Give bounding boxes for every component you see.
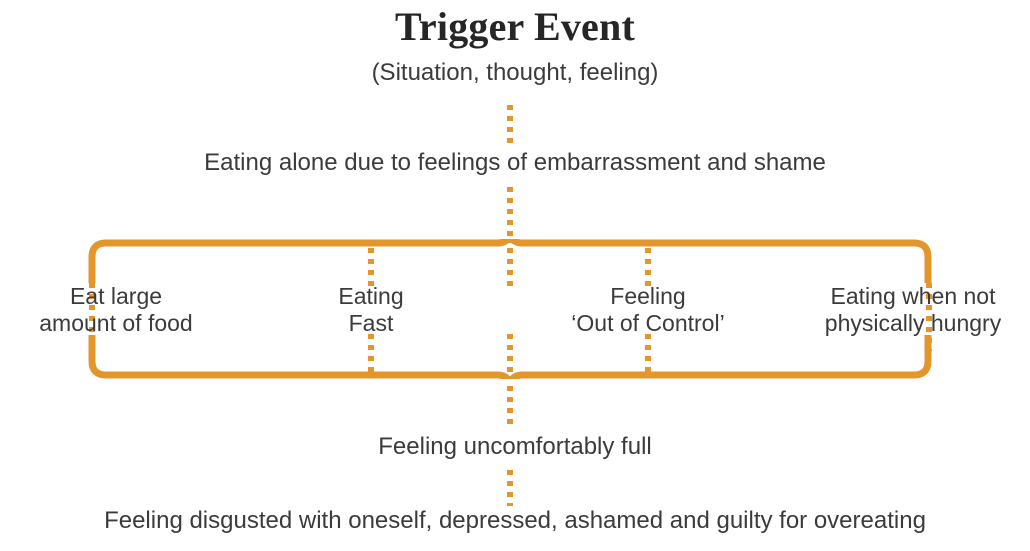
- bracket-left-edge-dots: [89, 283, 95, 351]
- bracket-right-edge-dots: [926, 283, 932, 351]
- bracket-bottom-path: [88, 335, 932, 379]
- criteria-divider-2-top: [507, 248, 513, 288]
- flow-step-emotional-aftermath: Feeling disgusted with oneself, depresse…: [104, 507, 926, 534]
- criteria-item-1-line2: amount of food: [39, 310, 193, 336]
- criteria-divider-3-bottom: [645, 334, 651, 374]
- bracket-outline-svg: [88, 239, 932, 379]
- criteria-divider-2-bottom: [507, 334, 513, 374]
- criteria-item-2-line1: Eating: [338, 283, 404, 309]
- criteria-item-3-line1: Feeling: [610, 283, 686, 309]
- criteria-divider-1-top: [368, 248, 374, 288]
- criteria-item-2-line2: Fast: [348, 310, 394, 336]
- bracket-top-path: [88, 239, 932, 283]
- criteria-divider-3-top: [645, 248, 651, 288]
- criteria-divider-1-bottom: [368, 334, 374, 374]
- criteria-item-3: Feeling ‘Out of Control’: [532, 283, 764, 337]
- connector-full-to-aftermath: [507, 470, 513, 506]
- binge-criteria-bracket: [88, 239, 932, 379]
- connector-consequence-to-bracket: [507, 187, 513, 243]
- criteria-item-4-line2: physically hungry: [824, 310, 1002, 336]
- page-subtitle: (Situation, thought, feeling): [371, 59, 659, 86]
- criteria-item-3-line2: ‘Out of Control’: [571, 310, 725, 336]
- criteria-item-4: Eating when not physically hungry: [796, 283, 1030, 337]
- connector-subtitle-to-consequence: [507, 105, 513, 144]
- criteria-item-4-line1: Eating when not: [830, 283, 996, 309]
- connector-bracket-to-full: [507, 386, 513, 428]
- criteria-item-1: Eat large amount of food: [0, 283, 232, 337]
- criteria-item-2: Eating Fast: [255, 283, 487, 337]
- flow-step-trigger-consequence: Eating alone due to feelings of embarras…: [204, 149, 826, 176]
- page-title: Trigger Event: [395, 4, 635, 49]
- flow-step-feeling-full: Feeling uncomfortably full: [378, 433, 652, 460]
- criteria-item-1-line1: Eat large: [69, 283, 163, 309]
